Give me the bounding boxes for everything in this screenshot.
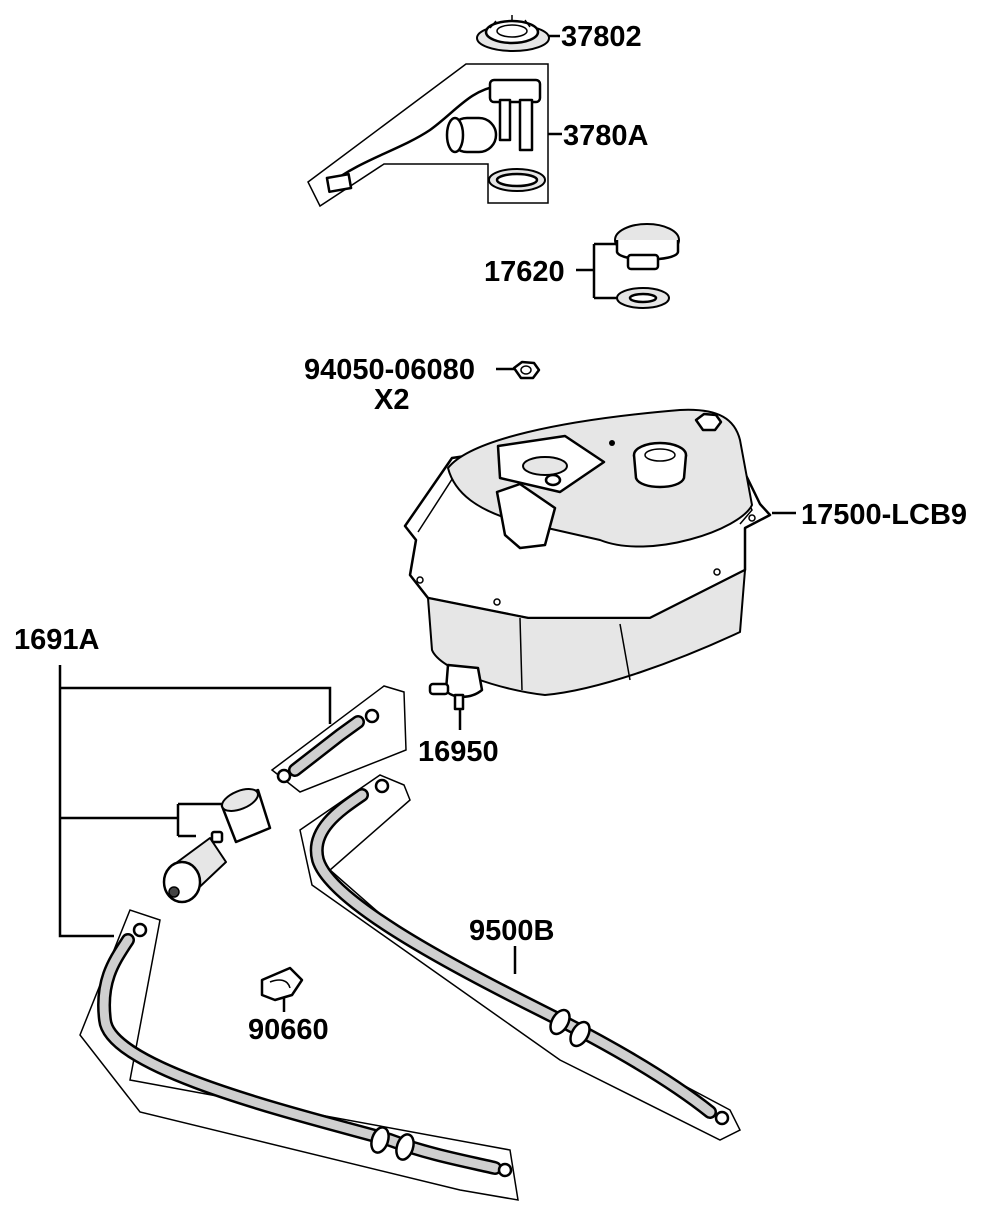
bracket-17620: [576, 242, 618, 300]
label-17620: 17620: [484, 256, 565, 288]
label-1691A: 1691A: [14, 624, 100, 656]
bracket-1691A: [58, 665, 332, 938]
label-9500B: 9500B: [469, 915, 554, 947]
label-16950: 16950: [418, 736, 499, 768]
label-90660: 90660: [248, 1014, 329, 1046]
hose-icon: [270, 685, 407, 793]
fuel-tank-icon: [403, 408, 772, 696]
lock-ring-icon: [476, 15, 550, 52]
fuel-cap-icon: [614, 223, 680, 309]
label-3780A: 3780A: [563, 120, 649, 152]
label-17500: 17500-LCB9: [801, 499, 967, 531]
nut-icon: [512, 360, 541, 380]
label-94050-qty: X2: [374, 384, 409, 416]
label-94050: 94050-06080: [304, 354, 475, 386]
label-37802: 37802: [561, 21, 642, 53]
hose-icon: [79, 909, 519, 1201]
fuel-pump-icon: [307, 63, 549, 208]
hose-icon: [299, 774, 742, 1141]
valve-icon: [428, 663, 484, 711]
fuel-filter-icon: [162, 788, 272, 904]
clamp-icon: [260, 966, 304, 1002]
